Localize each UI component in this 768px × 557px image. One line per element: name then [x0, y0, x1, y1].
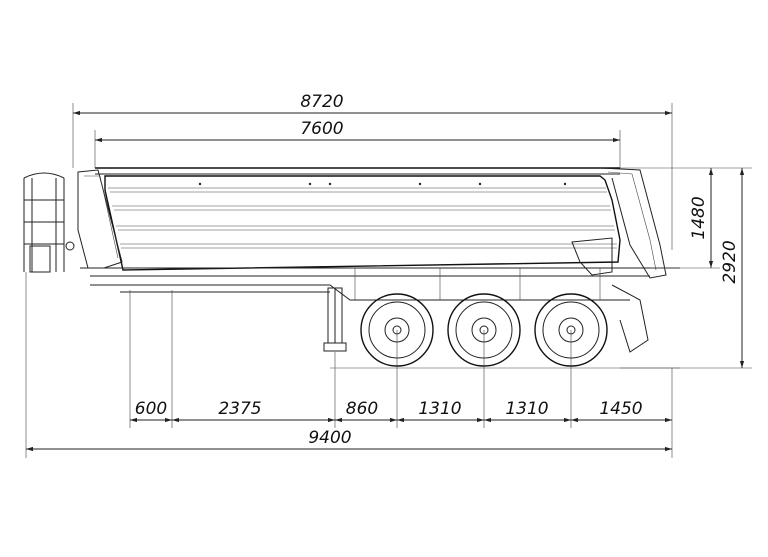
dim-total-height: 2920 [620, 167, 752, 369]
dim-body-length: 7600 [94, 119, 621, 168]
dim-body-height: 1480 [620, 167, 720, 269]
bottom-extension-lines [25, 272, 673, 458]
dim-chain: 600 2375 860 1310 1310 1450 [130, 399, 672, 423]
front-ladder [23, 172, 75, 273]
dim-text-9400: 9400 [308, 428, 351, 448]
dim-text-600: 600 [135, 399, 167, 419]
dim-length-with-drawbar: 8720 [72, 92, 673, 250]
tipper-body [77, 167, 667, 279]
rear-underride [611, 284, 649, 353]
dim-text-7600: 7600 [300, 119, 343, 139]
dim-text-1450: 1450 [599, 399, 642, 419]
dim-overall-length: 9400 [26, 428, 672, 452]
dim-text-860: 860 [346, 399, 378, 419]
dim-text-1310-b: 1310 [505, 399, 548, 419]
dim-text-1480: 1480 [689, 196, 709, 239]
chassis-frame [80, 267, 680, 301]
dim-text-2920: 2920 [720, 240, 740, 283]
dim-text-1310-a: 1310 [418, 399, 461, 419]
bolt-markers [198, 182, 567, 186]
dim-text-2375: 2375 [218, 399, 261, 419]
landing-gear [323, 287, 347, 352]
dim-text-8720: 8720 [300, 92, 343, 112]
